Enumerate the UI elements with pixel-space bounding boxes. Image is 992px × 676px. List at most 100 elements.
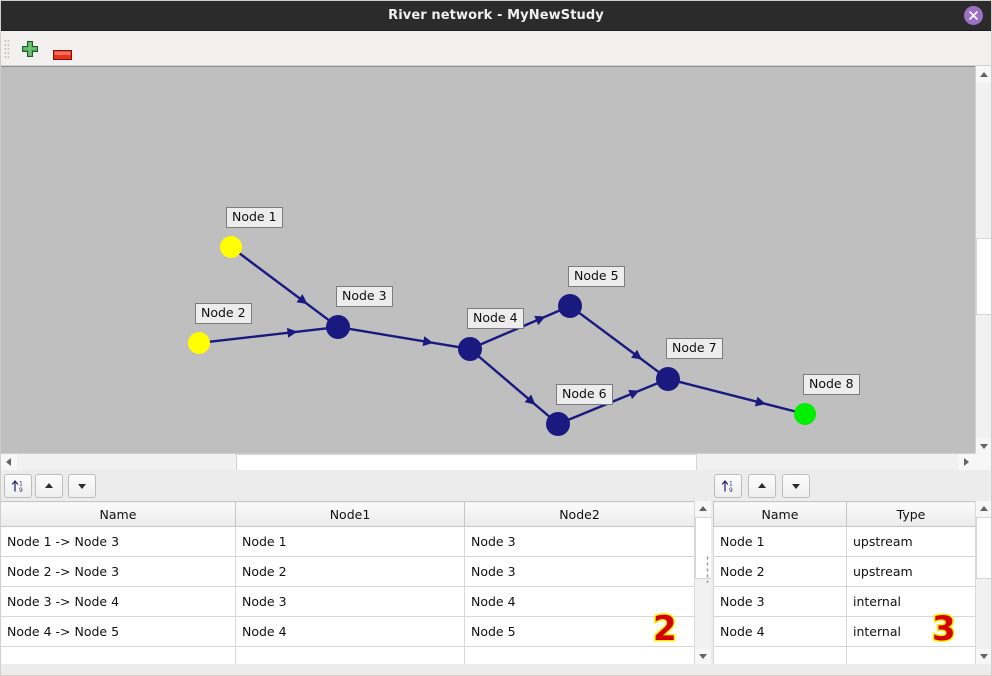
reaches-sort-button[interactable]: 1 9 (4, 474, 32, 498)
table-row[interactable] (0, 646, 694, 664)
table-cell[interactable]: Node 4 (713, 616, 847, 647)
table-cell[interactable] (713, 646, 847, 664)
column-header[interactable]: Name (0, 501, 236, 527)
graph-node-label[interactable]: Node 6 (556, 384, 613, 405)
graph-node-label[interactable]: Node 2 (195, 303, 252, 324)
table-cell[interactable]: Node 2 (713, 556, 847, 587)
graph-node[interactable] (458, 337, 482, 361)
reaches-vertical-scrollbar[interactable] (694, 501, 712, 664)
column-header[interactable]: Node2 (464, 501, 694, 527)
graph-node-label[interactable]: Node 3 (336, 286, 393, 307)
table-cell[interactable]: Node 4 (235, 616, 465, 647)
graph-edge[interactable] (477, 355, 551, 418)
table-cell[interactable]: upstream (846, 526, 975, 557)
table-cell[interactable]: Node 1 (713, 526, 847, 557)
graph-node[interactable] (794, 403, 816, 425)
table-cell[interactable] (0, 646, 236, 664)
graph-horizontal-scrollbar[interactable] (0, 453, 975, 471)
graph-node[interactable] (558, 294, 582, 318)
graph-vscroll-thumb[interactable] (976, 238, 992, 315)
graph-node[interactable] (220, 236, 242, 258)
table-cell[interactable]: Node 4 (464, 586, 694, 617)
graph-node-label[interactable]: Node 8 (803, 374, 860, 395)
graph-node[interactable] (326, 315, 350, 339)
graph-hscroll-thumb[interactable] (236, 454, 697, 471)
table-cell[interactable]: Node 1 -> Node 3 (0, 526, 236, 557)
scroll-right-button[interactable] (958, 454, 975, 471)
scroll-up-button[interactable] (976, 66, 992, 83)
graph-edge[interactable] (678, 380, 796, 413)
table-cell[interactable]: Node 1 (235, 526, 465, 557)
column-header[interactable]: Type (846, 501, 975, 527)
toolbar-grip[interactable] (4, 39, 9, 59)
graph-node-label[interactable]: Node 7 (666, 338, 723, 359)
nodes-scroll-up-button[interactable] (976, 501, 992, 516)
graph-edge[interactable] (567, 382, 659, 421)
table-cell[interactable]: Node 3 -> Node 4 (0, 586, 236, 617)
table-cell[interactable]: upstream (846, 556, 975, 587)
reaches-move-up-button[interactable] (35, 474, 63, 498)
table-cell[interactable]: internal (846, 616, 975, 647)
table-row[interactable] (713, 646, 975, 664)
graph-node[interactable] (656, 367, 680, 391)
nodes-vertical-scrollbar[interactable] (975, 501, 992, 664)
nodes-scroll-down-button[interactable] (976, 649, 992, 664)
graph-edge[interactable] (348, 327, 460, 349)
nodes-vscroll-thumb[interactable] (976, 517, 992, 579)
table-cell[interactable] (235, 646, 465, 664)
close-icon[interactable] (964, 6, 983, 25)
table-cell[interactable]: Node 5 (464, 616, 694, 647)
table-cell[interactable]: Node 3 (713, 586, 847, 617)
table-cell[interactable]: internal (846, 586, 975, 617)
scroll-left-button[interactable] (0, 454, 17, 471)
reaches-vscroll-thumb[interactable] (695, 517, 712, 579)
reaches-move-down-button[interactable] (68, 474, 96, 498)
graph-vertical-scrollbar[interactable] (975, 66, 992, 455)
graph-node[interactable] (546, 412, 570, 436)
table-cell[interactable]: Node 2 (235, 556, 465, 587)
plus-green-icon[interactable] (21, 40, 39, 58)
table-cell[interactable]: Node 3 (464, 556, 694, 587)
column-header[interactable]: Name (713, 501, 847, 527)
graph-edge[interactable] (208, 327, 328, 344)
nodes-sort-button[interactable]: 1 9 (714, 474, 742, 498)
table-cell[interactable]: Node 2 -> Node 3 (0, 556, 236, 587)
graph-node-label[interactable]: Node 1 (226, 207, 283, 228)
table-cell[interactable] (464, 646, 694, 664)
graph-edge[interactable] (238, 252, 330, 322)
network-graph-svg[interactable] (0, 67, 975, 456)
vertical-splitter[interactable] (706, 555, 709, 583)
column-header[interactable]: Node1 (235, 501, 465, 527)
table-cell[interactable]: Node 3 (464, 526, 694, 557)
reaches-scroll-up-button[interactable] (695, 501, 712, 516)
table-cell[interactable] (846, 646, 975, 664)
graph-node-label[interactable]: Node 4 (467, 308, 524, 329)
scroll-down-button[interactable] (976, 438, 992, 455)
table-cell[interactable]: Node 4 -> Node 5 (0, 616, 236, 647)
graph-node[interactable] (188, 332, 210, 354)
graph-node-label[interactable]: Node 5 (568, 266, 625, 287)
table-cell[interactable]: Node 3 (235, 586, 465, 617)
graph-edge[interactable] (578, 311, 660, 374)
nodes-move-down-button[interactable] (782, 474, 810, 498)
network-graph-canvas[interactable]: Node 1 Node 2 Node 3 Node 4 Node 5 Node 6 Node… (0, 66, 992, 513)
reaches-scroll-down-button[interactable] (695, 649, 712, 664)
minus-red-icon[interactable] (53, 45, 72, 60)
nodes-move-up-button[interactable] (748, 474, 776, 498)
